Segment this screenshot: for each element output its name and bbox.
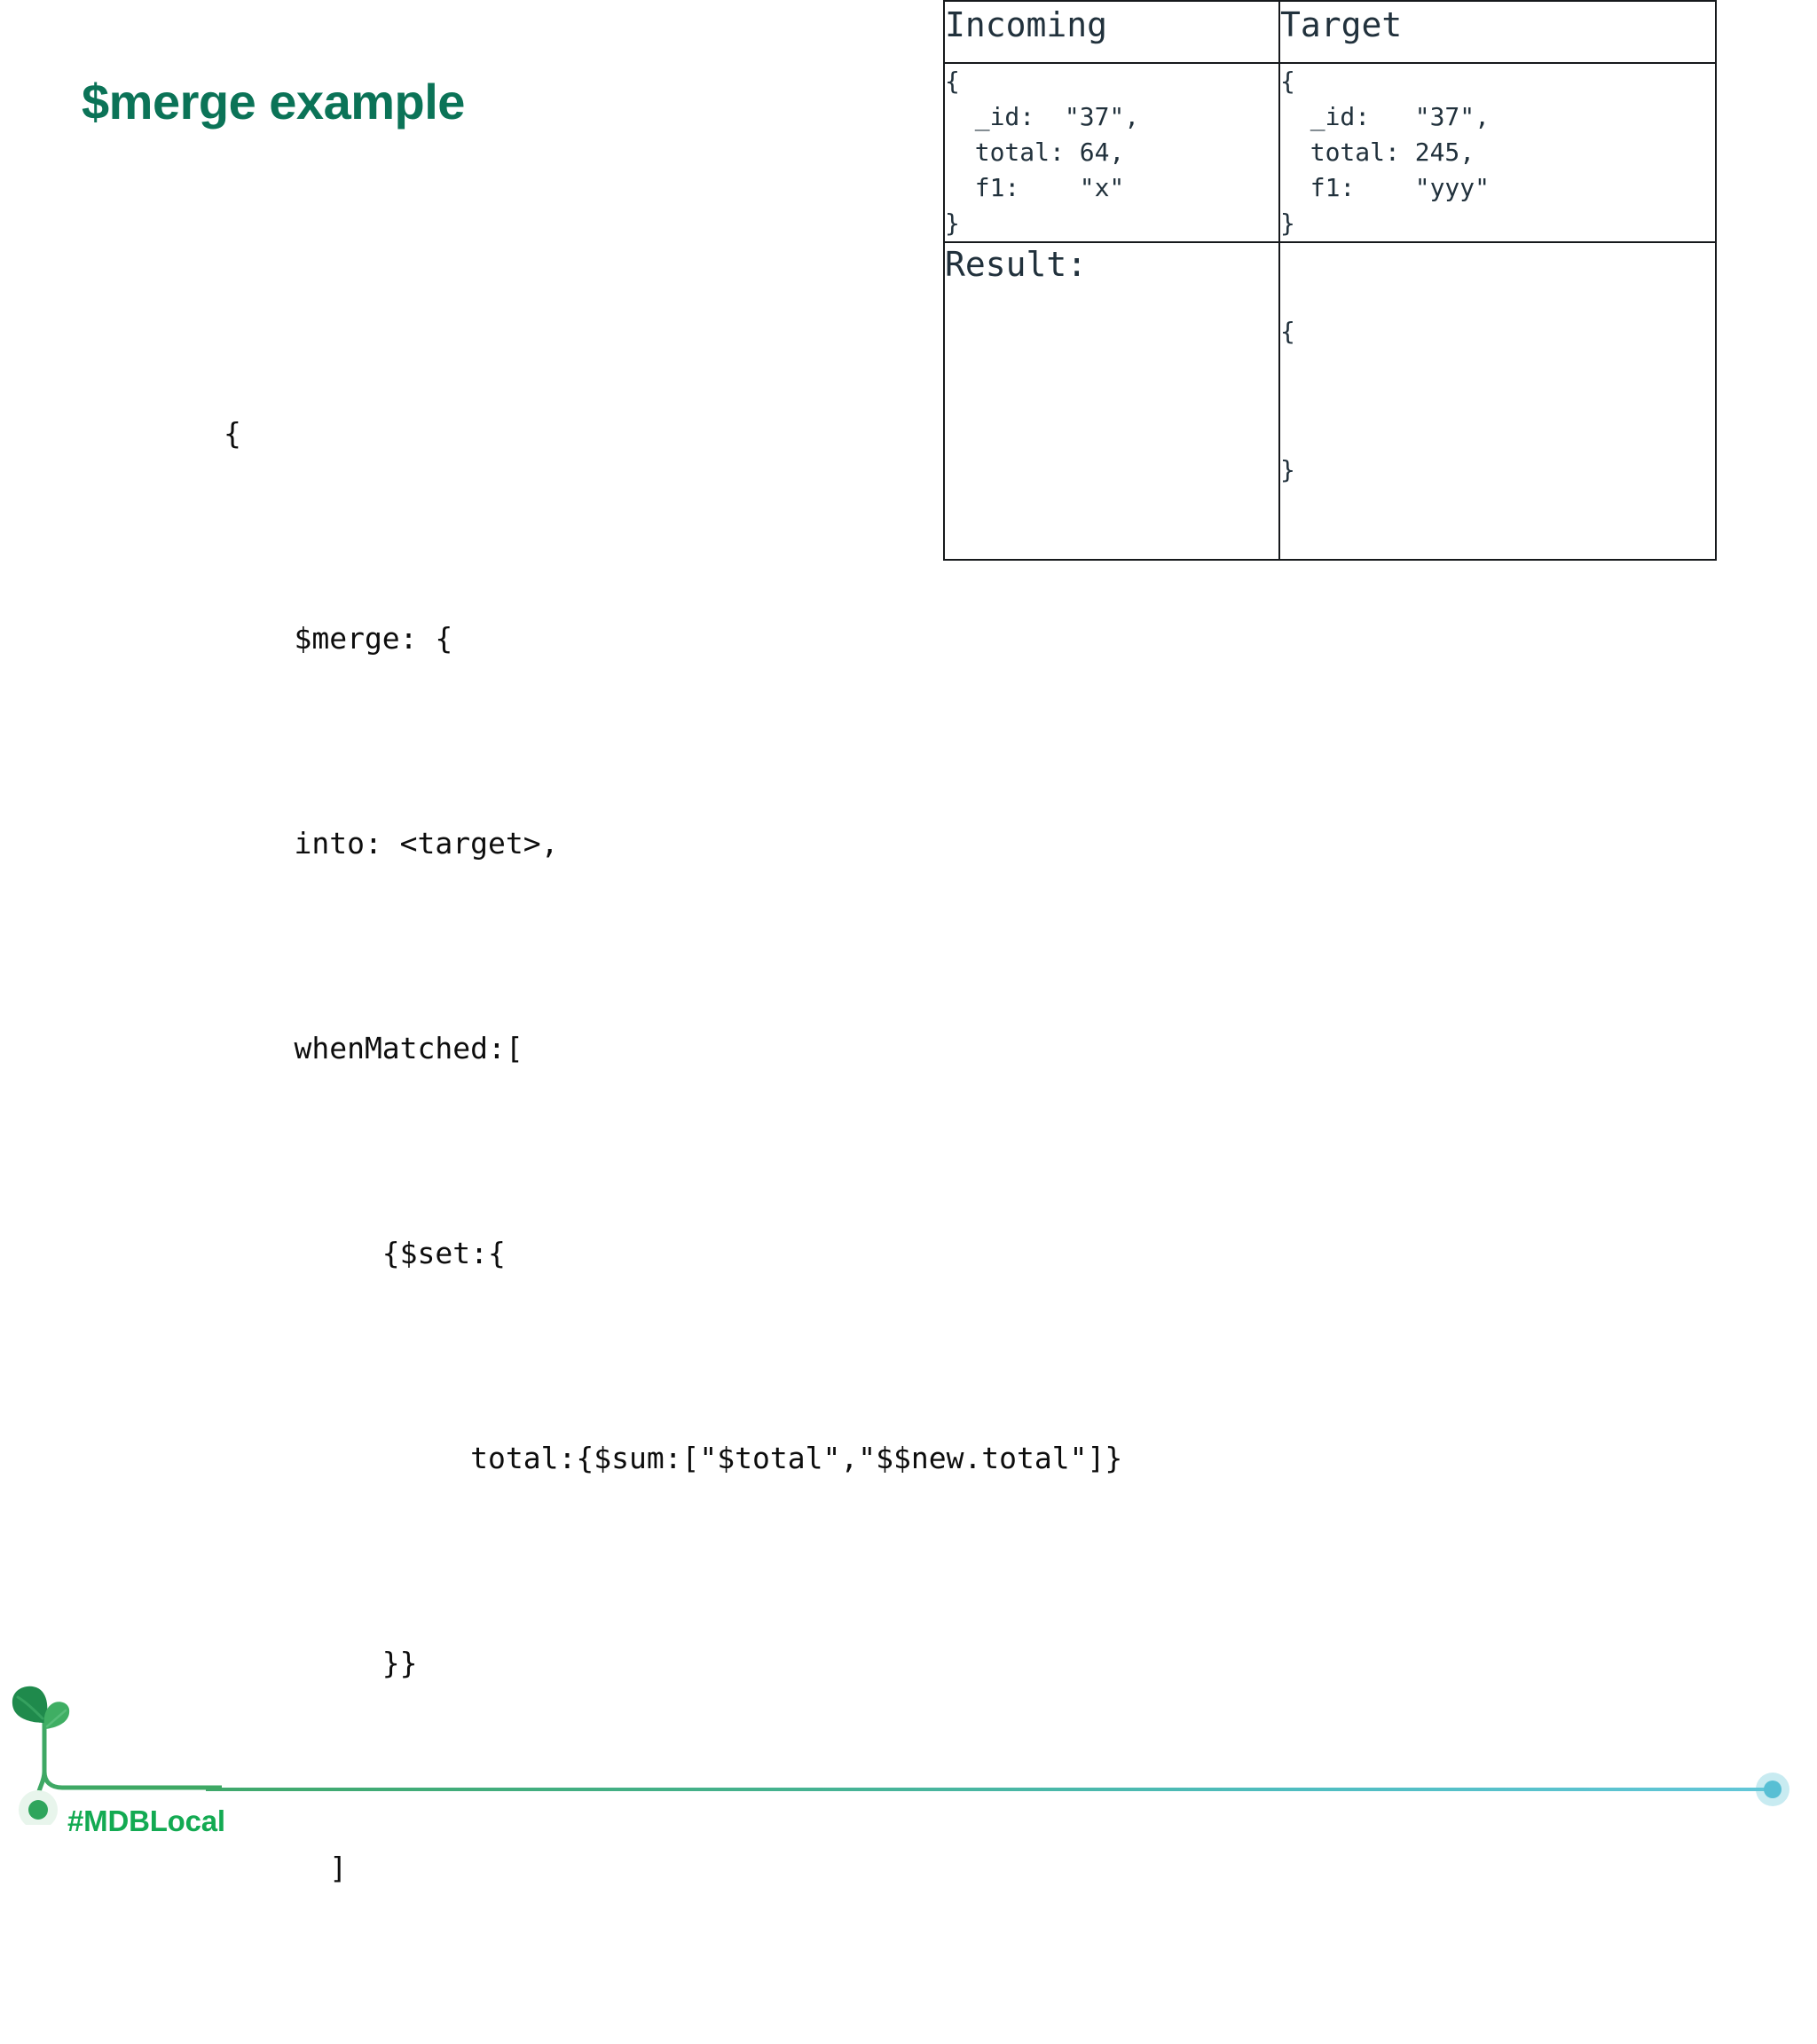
footer-end-dot-icon <box>1756 1773 1789 1806</box>
slide-footer: #MDBLocal <box>0 836 1817 1837</box>
mongodb-sprout-logo-icon <box>12 1686 222 1825</box>
target-document: { _id: "37", total: 245, f1: "yyy" } <box>1278 62 1717 243</box>
code-line: total:{$sum:["$total","$$new.total"]} <box>224 1441 1123 1475</box>
code-line: into: <target>, <box>224 826 559 861</box>
column-header-target: Target <box>1278 0 1717 64</box>
code-line: } <box>224 2039 1122 2044</box>
merge-comparison-table: Incoming Target { _id: "37", total: 64, … <box>943 0 1717 561</box>
table-header-row: Incoming Target <box>943 0 1717 64</box>
table-row: { _id: "37", total: 64, f1: "x" } { _id:… <box>943 62 1717 243</box>
code-line: $merge: { <box>224 621 453 656</box>
code-line: { <box>224 416 241 451</box>
code-line: {$set:{ <box>224 1236 506 1270</box>
table-row: Result: { } <box>943 241 1717 561</box>
code-line: whenMatched:[ <box>224 1031 523 1065</box>
footer-accent-line <box>206 1788 1768 1791</box>
code-line: }} <box>224 1646 418 1680</box>
column-header-incoming: Incoming <box>943 0 1280 64</box>
result-close-brace: } <box>1280 455 1295 484</box>
incoming-document: { _id: "37", total: 64, f1: "x" } <box>943 62 1280 243</box>
result-document: { } <box>1278 241 1717 561</box>
result-open-brace: { <box>1280 317 1295 346</box>
code-line: ] <box>224 1851 348 1885</box>
page-title: $merge example <box>82 74 465 130</box>
result-label: Result: <box>943 241 1280 561</box>
footer-hashtag: #MDBLocal <box>67 1804 225 1837</box>
